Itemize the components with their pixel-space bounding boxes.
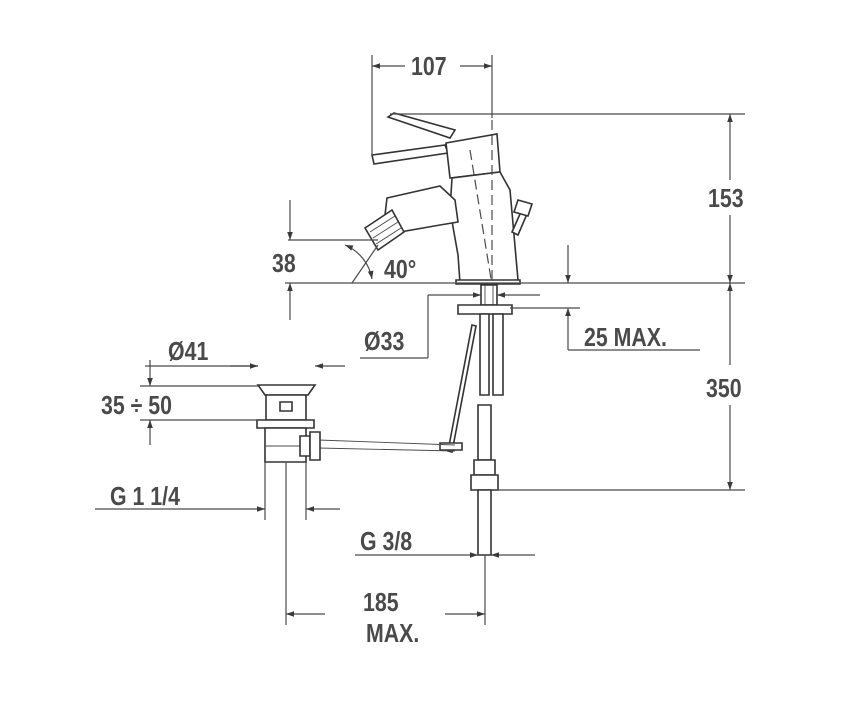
dim-40deg-label: 40°	[384, 254, 417, 284]
dim-35-50-label: 35 ÷ 50	[101, 390, 172, 420]
dim-153-lines	[390, 113, 745, 283]
dim-107-lines	[371, 55, 493, 155]
dim-o33-label: Ø33	[364, 326, 405, 356]
dim-g114-lines	[95, 462, 340, 520]
dim-185-max-label: MAX.	[366, 618, 420, 648]
underdeck-fittings	[317, 284, 513, 556]
dim-o33-lines	[360, 292, 540, 359]
dim-38-lines	[287, 200, 379, 320]
dim-153-label: 153	[708, 183, 744, 213]
dim-g114-label: G 1 1/4	[110, 481, 180, 511]
dim-350-lines	[496, 283, 745, 491]
dim-o41-label: Ø41	[168, 336, 209, 366]
dim-g38-label: G 3/8	[360, 526, 413, 556]
dim-107-label: 107	[411, 51, 447, 81]
dim-350-label: 350	[706, 373, 742, 403]
dim-g38-lines	[355, 552, 535, 625]
dim-185-lines	[285, 462, 485, 625]
dim-25max-lines	[510, 245, 700, 351]
popup-waste	[256, 384, 321, 463]
dim-38-label: 38	[272, 248, 296, 278]
dim-35-50-lines	[140, 360, 258, 445]
dim-25max-label: 25 MAX.	[584, 322, 667, 352]
dim-185-label: 185	[363, 587, 399, 617]
